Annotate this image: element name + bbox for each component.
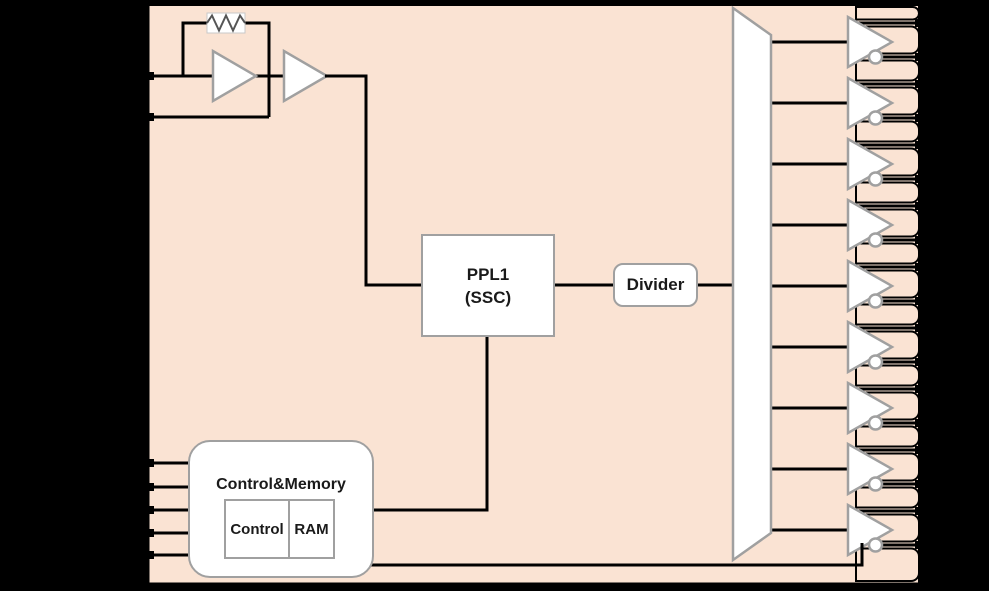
pll-label-line2: (SSC) bbox=[464, 287, 512, 307]
output-buffer bbox=[771, 258, 924, 314]
pll-block: PPL1 (SSC) bbox=[421, 234, 555, 337]
output-pin-tab bbox=[855, 242, 920, 265]
output-pin-tab bbox=[855, 181, 920, 204]
output-pin-dot bbox=[915, 202, 924, 210]
xout-pin-dot bbox=[146, 113, 154, 121]
output-pin-tab bbox=[855, 120, 920, 143]
crystal-oscillator bbox=[146, 12, 423, 287]
resistor-icon bbox=[206, 13, 246, 33]
output-pin-tab bbox=[855, 364, 920, 387]
pin-dot bbox=[146, 483, 154, 491]
inverter-bubble-icon bbox=[867, 415, 884, 431]
output-pin-dot bbox=[915, 385, 924, 393]
inverter-bubble-icon bbox=[867, 232, 884, 248]
output-pin-dot bbox=[915, 236, 924, 244]
feedback-wire-right bbox=[244, 21, 271, 117]
ram-sub-block: RAM bbox=[288, 499, 335, 559]
output-buffer bbox=[771, 75, 924, 131]
pin-dot bbox=[146, 551, 154, 559]
control-memory-title: Control&Memory bbox=[216, 476, 346, 493]
xin-pin-dot bbox=[146, 72, 154, 80]
divider-block: Divider bbox=[613, 263, 698, 307]
output-pin-dot bbox=[915, 324, 924, 332]
output-pin-dot bbox=[915, 175, 924, 183]
output-buffer bbox=[771, 197, 924, 253]
output-pin-dot bbox=[915, 53, 924, 61]
inverter-bubble-icon bbox=[867, 49, 884, 65]
output-buffer bbox=[771, 441, 924, 497]
output-pin-dot bbox=[915, 507, 924, 515]
output-pin-tab bbox=[855, 425, 920, 448]
output-pin-tab bbox=[855, 59, 920, 82]
output-pin-tab bbox=[855, 547, 920, 582]
output-pin-dot bbox=[915, 297, 924, 305]
output-pin-dot bbox=[915, 141, 924, 149]
output-pin-dot bbox=[915, 19, 924, 27]
inverter-bubble-icon bbox=[867, 537, 884, 553]
output-pin-dot bbox=[915, 358, 924, 366]
output-pin-dot bbox=[915, 480, 924, 488]
output-pin-dot bbox=[915, 80, 924, 88]
inverter-bubble-icon bbox=[867, 171, 884, 187]
pin-dot bbox=[146, 459, 154, 467]
output-buffer bbox=[771, 319, 924, 375]
inverter-bubble-icon bbox=[867, 476, 884, 492]
output-pin-dot bbox=[915, 263, 924, 271]
inverter-bubble-icon bbox=[867, 354, 884, 370]
output-buffer-bank bbox=[771, 14, 924, 558]
divider-label: Divider bbox=[626, 275, 685, 294]
control-to-pll-wire bbox=[370, 335, 489, 512]
output-buffer bbox=[771, 502, 924, 558]
control-memory-subblocks: Control RAM bbox=[224, 499, 335, 559]
osc-to-pll-wire bbox=[325, 74, 423, 287]
feedback-wire-left bbox=[181, 21, 208, 76]
output-pin-tab bbox=[855, 486, 920, 509]
control-sub-block: Control bbox=[224, 499, 290, 559]
pin-dot bbox=[146, 506, 154, 514]
output-pin-dot bbox=[915, 541, 924, 549]
clock-distribution-mux bbox=[731, 5, 773, 563]
control-to-output-wire bbox=[370, 543, 864, 567]
output-pin-dot bbox=[915, 446, 924, 454]
control-memory-block: Control&Memory Control RAM bbox=[188, 440, 374, 578]
output-pin-tab bbox=[855, 6, 921, 21]
output-buffer bbox=[771, 380, 924, 436]
output-pin-dot bbox=[915, 114, 924, 122]
output-buffer bbox=[771, 14, 924, 70]
buffer-amp-icon bbox=[282, 48, 330, 104]
pin-dot bbox=[146, 529, 154, 537]
oscillator-amp-icon bbox=[211, 48, 259, 104]
output-pin-tab bbox=[855, 303, 920, 326]
pll-label-line1: PPL1 bbox=[466, 264, 510, 284]
output-buffer bbox=[771, 136, 924, 192]
inverter-bubble-icon bbox=[867, 110, 884, 126]
output-pin-dot bbox=[915, 419, 924, 427]
inverter-bubble-icon bbox=[867, 293, 884, 309]
